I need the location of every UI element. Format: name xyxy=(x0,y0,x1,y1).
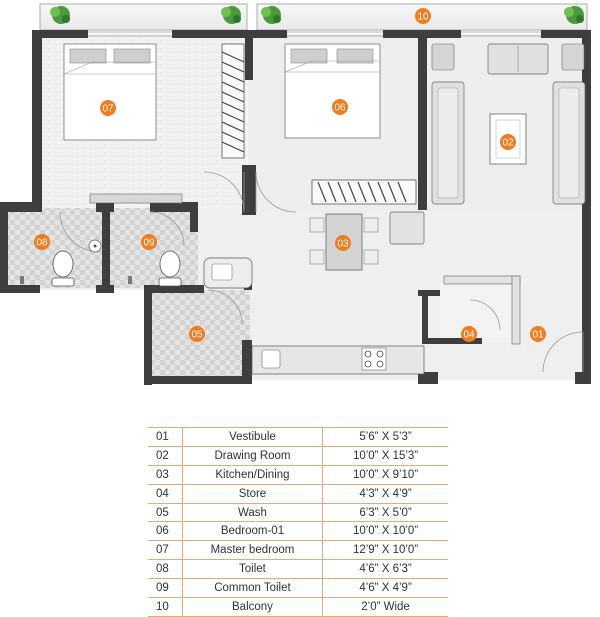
marker-05: 05 xyxy=(189,326,205,342)
svg-text:03: 03 xyxy=(337,239,349,250)
svg-text:09: 09 xyxy=(143,238,155,249)
kitchen-counter-icon xyxy=(251,345,425,375)
toilet-icon xyxy=(51,250,182,287)
store-shelf-icon xyxy=(443,275,521,345)
sofa-icon xyxy=(431,43,586,205)
wash-basin-icon xyxy=(203,257,253,289)
wardrobe-icon xyxy=(221,43,245,159)
windows xyxy=(88,31,541,37)
walls xyxy=(0,30,591,385)
svg-text:10: 10 xyxy=(417,12,429,23)
floor-plan: 10 07 06 02 08 09 03 05 04 01 xyxy=(0,3,591,385)
marker-06: 06 xyxy=(332,99,348,115)
marker-09: 09 xyxy=(141,234,157,250)
balcony xyxy=(39,3,588,31)
marker-03: 03 xyxy=(335,235,351,251)
double-bed-icon xyxy=(284,43,381,139)
svg-text:05: 05 xyxy=(191,330,203,341)
marker-01: 01 xyxy=(530,326,546,342)
svg-text:07: 07 xyxy=(102,104,114,115)
dresser-icon xyxy=(89,193,183,204)
wardrobe-icon xyxy=(311,179,417,205)
svg-text:04: 04 xyxy=(463,330,475,341)
svg-text:06: 06 xyxy=(334,103,346,114)
plant-icon xyxy=(50,6,584,24)
marker-08: 08 xyxy=(34,234,50,250)
tap-icon xyxy=(20,276,132,284)
svg-text:08: 08 xyxy=(36,238,48,249)
marker-02: 02 xyxy=(500,134,516,150)
marker-04: 04 xyxy=(461,326,477,342)
basin-icon xyxy=(88,239,102,253)
room-markers: 10 07 06 02 08 09 03 05 04 01 xyxy=(34,8,546,342)
marker-10: 10 xyxy=(415,8,431,24)
marker-07: 07 xyxy=(100,100,116,116)
door-swings xyxy=(59,171,584,373)
svg-text:02: 02 xyxy=(502,138,514,149)
coffee-table-icon xyxy=(489,113,527,165)
tv-unit-icon xyxy=(389,211,425,245)
double-bed-icon xyxy=(63,43,157,141)
svg-text:01: 01 xyxy=(532,330,544,341)
